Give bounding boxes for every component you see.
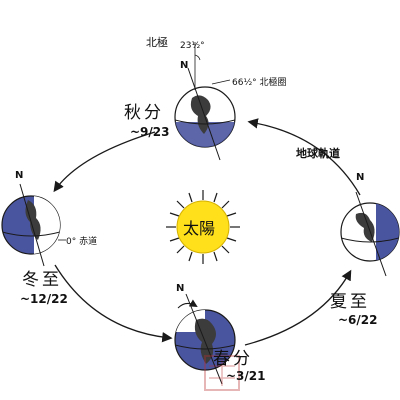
earth-winter (1, 183, 66, 267)
north-pole-label: 北極 (146, 36, 168, 49)
spring-equinox-label: 春分 (213, 349, 253, 369)
stamp-watermark (204, 355, 240, 391)
sun-label: 太陽 (183, 219, 216, 238)
orbit-label-leader (321, 149, 333, 161)
orbit-arc-summer-to-autumn (247, 118, 361, 196)
summer-solstice-date: ~6/22 (338, 313, 378, 327)
orbit-arc-autumn-to-winter (53, 131, 156, 193)
north-marker-summer: N (356, 172, 365, 183)
orbit-arc-winter-to-spring (54, 264, 173, 343)
winter-solstice-label: 冬至 (22, 270, 62, 290)
north-marker-autumn: N (180, 60, 189, 71)
orbit-arc-spring-to-summer (244, 269, 352, 346)
north-marker-winter: N (15, 170, 24, 181)
orbit-label: 地球軌道 (296, 147, 340, 160)
autumn-equinox-date: ~9/23 (130, 125, 170, 139)
summer-solstice-label: 夏至 (330, 292, 370, 312)
tilt-angle-label: 23½° (180, 41, 205, 51)
earth-summer (340, 191, 400, 277)
spring-equinox-date: ~3/21 (226, 369, 266, 383)
autumn-equinox-label: 秋分 (124, 103, 164, 123)
north-marker-spring: N (176, 283, 185, 294)
winter-solstice-date: ~12/22 (20, 292, 68, 306)
arctic-circle-label: 66½° 北極圈 (232, 78, 287, 88)
sun (166, 190, 240, 264)
equator-label: 0° 赤道 (66, 237, 98, 247)
